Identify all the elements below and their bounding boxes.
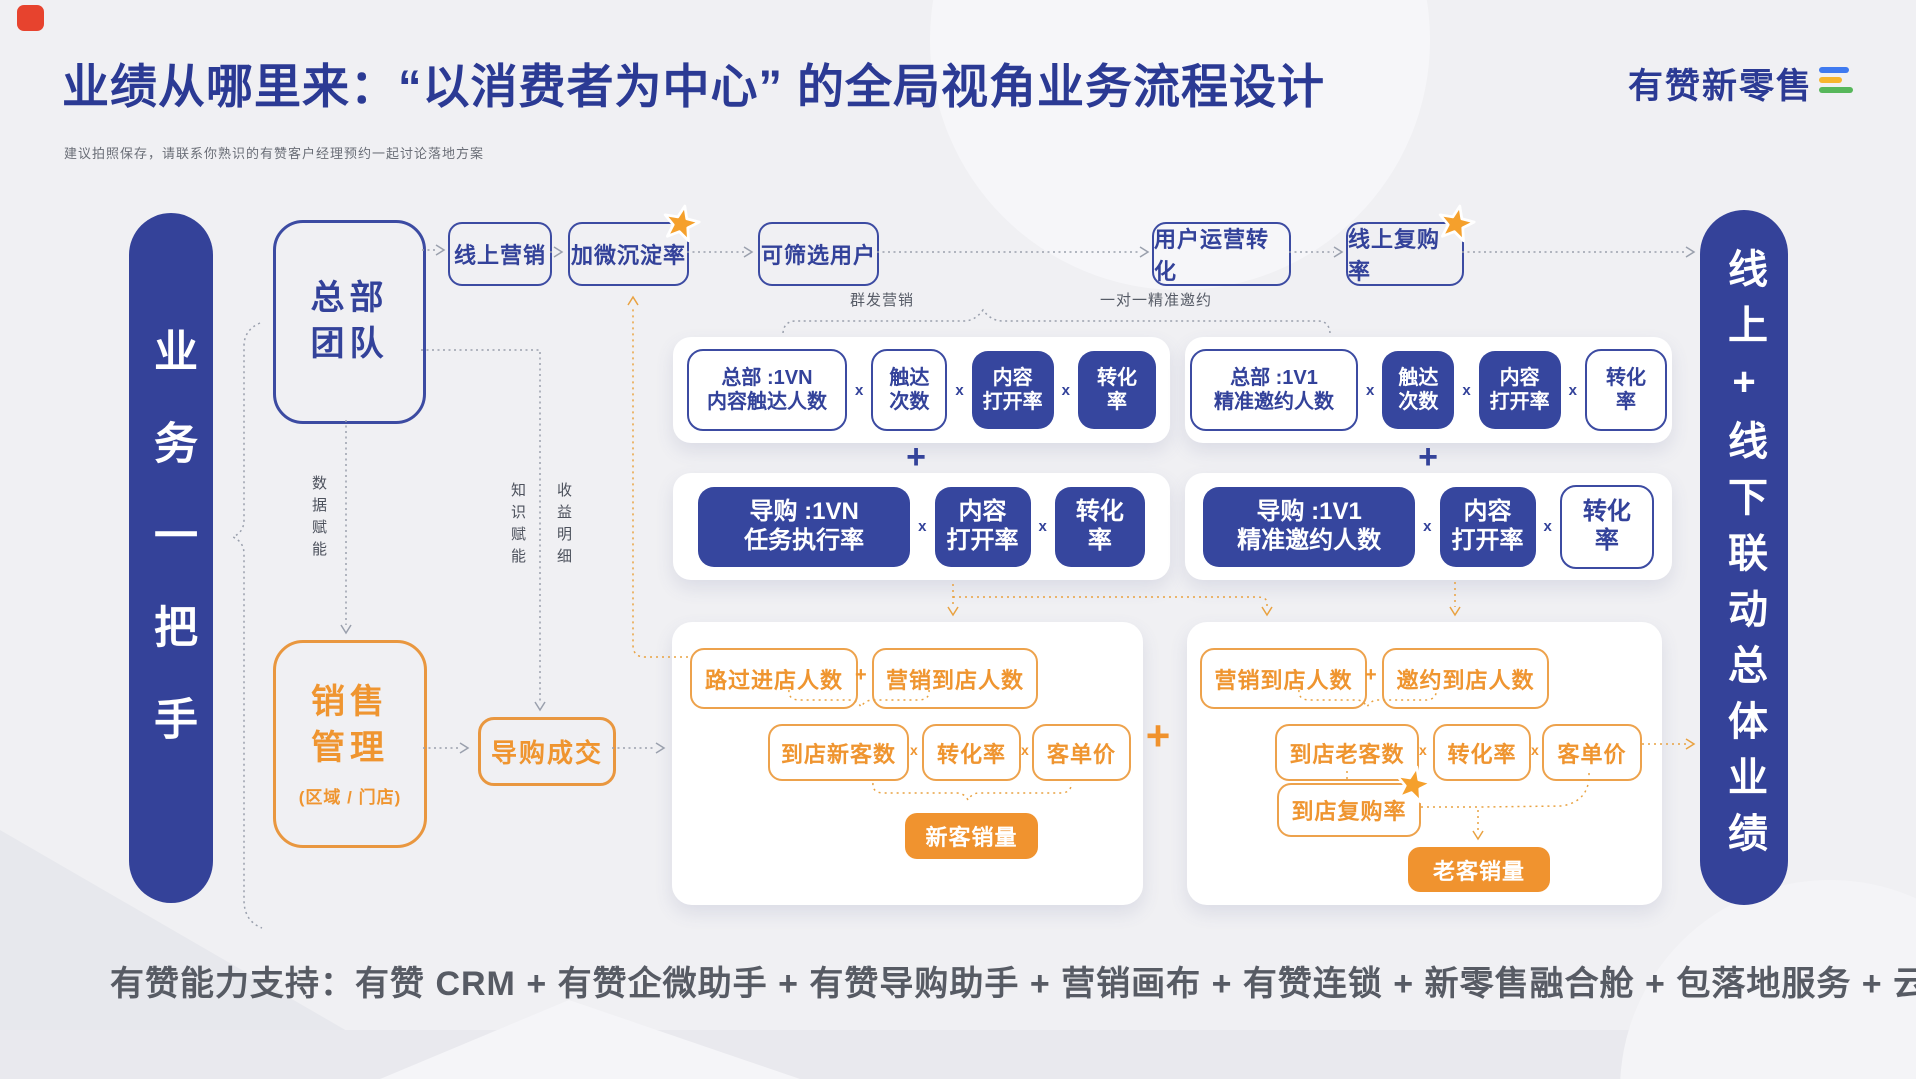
- multiply-operator: x: [1568, 381, 1578, 399]
- multiply-operator: x: [910, 742, 918, 758]
- node-marketing-to-store-count: 营销到店人数: [872, 648, 1038, 709]
- factor-conversion-rate: 转化率: [1078, 351, 1157, 429]
- factor-conversion-rate: 转化率: [1559, 484, 1654, 569]
- node-passby-entry-count: 路过进店人数: [690, 648, 858, 709]
- multiply-operator: x: [854, 381, 864, 399]
- factor-content-open-rate: 内容打开率: [1439, 486, 1536, 567]
- label-one-on-one-invite: 一对一精准邀约: [1100, 292, 1213, 309]
- factor-content-open-rate: 内容打开率: [934, 486, 1031, 567]
- plus-operator: +: [1365, 664, 1377, 686]
- multiply-operator: x: [1419, 742, 1427, 758]
- brand-logo-text: 有赞新零售: [1628, 67, 1814, 106]
- card-new-customer-sales: 路过进店人数 + 营销到店人数 到店新客数 x 转化率 x 客单价 新客销量: [672, 622, 1143, 905]
- node-new-customer-count: 到店新客数: [768, 724, 909, 781]
- star-icon: [1395, 765, 1433, 804]
- multiply-operator: x: [1543, 518, 1552, 535]
- node-online-marketing: 线上营销: [448, 222, 552, 286]
- star-icon: [663, 204, 701, 243]
- page-title: 业绩从哪里来：“以消费者为中心” 的全局视角业务流程设计: [62, 60, 1326, 113]
- star-icon: [1438, 204, 1476, 243]
- node-online-repurchase-rate: 线上复购率: [1346, 204, 1476, 286]
- right-pillar-label: 线上+线下联动总体业绩: [1722, 247, 1766, 868]
- factor-conversion-rate: 转化率: [1585, 349, 1668, 431]
- node-marketing-to-store-count: 营销到店人数: [1200, 648, 1367, 709]
- node-user-operation-conversion: 用户运营转化: [1152, 222, 1291, 286]
- sales-management-sublabel: (区域 / 门店): [298, 788, 402, 808]
- label-income-detail: 收益明细: [555, 482, 572, 570]
- label-knowledge-empower: 知识赋能: [509, 482, 526, 570]
- page-subtitle: 建议拍照保存，请联系你熟识的有赞客户经理预约一起讨论落地方案: [64, 146, 485, 161]
- card-old-customer-sales: 营销到店人数 + 邀约到店人数 到店老客数 x 转化率 x 客单价 到店复购率 …: [1187, 622, 1662, 905]
- factor-reach-times: 触达次数: [871, 349, 948, 431]
- brand-logo-bars-icon: [1819, 67, 1854, 93]
- multiply-operator: x: [955, 381, 964, 399]
- plus-operator-cards: +: [1145, 712, 1171, 759]
- plus-operator-left: +: [906, 438, 926, 476]
- hq-team-label: 总部团队: [310, 279, 389, 363]
- bg-shape-bottom-band: [0, 1030, 1916, 1079]
- node-avg-order-value: 客单价: [1542, 724, 1642, 781]
- node-guide-deal: 导购成交: [478, 717, 616, 786]
- right-pillar-total-performance: 线上+线下联动总体业绩: [1700, 210, 1788, 905]
- multiply-operator: x: [1531, 742, 1539, 758]
- plus-operator-right: +: [1418, 438, 1438, 476]
- multiply-operator: x: [1423, 518, 1432, 535]
- capability-support-line: 有赞能力支持：有赞 CRM + 有赞企微助手 + 有赞导购助手 + 营销画布 +…: [110, 965, 1916, 1003]
- node-filterable-users: 可筛选用户: [758, 222, 879, 286]
- node-wechat-retention-rate: 加微沉淀率: [568, 204, 701, 286]
- multiply-operator: x: [1021, 742, 1029, 758]
- multiply-operator: x: [1061, 381, 1071, 399]
- node-old-customer-sales-result: 老客销量: [1408, 847, 1550, 892]
- node-conversion-rate: 转化率: [922, 724, 1021, 781]
- node-avg-order-value: 客单价: [1032, 724, 1131, 781]
- left-pillar-label: 业务一把手: [147, 328, 196, 788]
- node-conversion-rate: 转化率: [1433, 724, 1531, 781]
- node-new-customer-sales-result: 新客销量: [905, 813, 1038, 859]
- label-mass-marketing: 群发营销: [850, 292, 915, 309]
- multiply-operator: x: [1038, 518, 1047, 535]
- brand-logo: 有赞新零售: [1628, 58, 1854, 109]
- node-invite-to-store-count: 邀约到店人数: [1382, 648, 1549, 709]
- factor-reach-times: 触达次数: [1382, 351, 1455, 429]
- node-store-repurchase-rate: 到店复购率: [1277, 765, 1433, 837]
- sales-management-label: 销售管理: [311, 682, 389, 767]
- left-pillar-business-owner: 业务一把手: [129, 213, 213, 903]
- multiply-operator: x: [1462, 381, 1471, 399]
- red-dot-icon: [17, 5, 44, 31]
- multiply-operator: x: [1365, 381, 1375, 399]
- plus-operator: +: [855, 664, 867, 686]
- multiply-operator: x: [918, 518, 927, 535]
- node-hq-team: 总部团队: [273, 220, 426, 424]
- factor-content-open-rate: 内容打开率: [971, 351, 1054, 429]
- factor-conversion-rate: 转化率: [1054, 486, 1145, 567]
- label-data-empower: 数据赋能: [310, 475, 327, 563]
- factor-content-open-rate: 内容打开率: [1478, 351, 1561, 429]
- node-sales-management: 销售管理 (区域 / 门店): [273, 640, 427, 848]
